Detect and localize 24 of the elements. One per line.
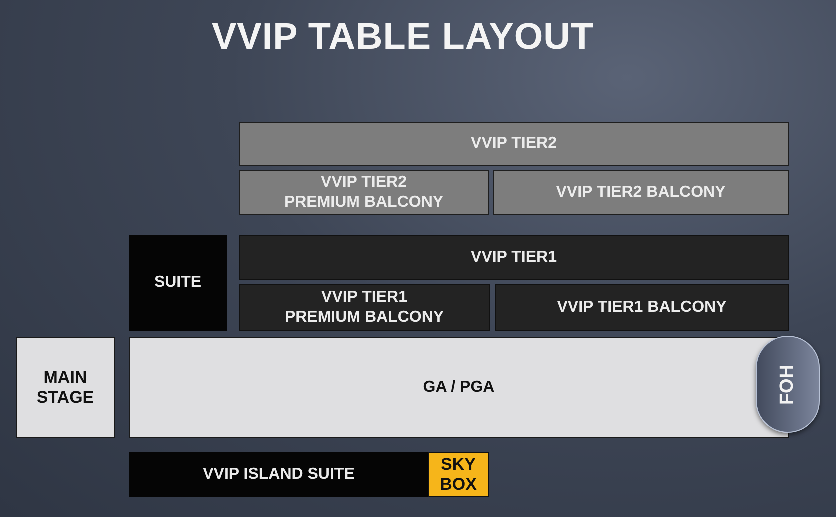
section-label: MAIN STAGE xyxy=(36,368,96,408)
seating-section xyxy=(239,122,789,166)
section-label: VVIP TIER1 xyxy=(471,248,557,268)
seating-section xyxy=(239,235,789,280)
section-label: VVIP TIER1 PREMIUM BALCONY xyxy=(284,288,444,328)
section-label: VVIP TIER2 PREMIUM BALCONY xyxy=(284,172,444,212)
suite-area xyxy=(129,452,429,497)
section-label: SUITE xyxy=(154,273,202,293)
section-label: VVIP TIER1 BALCONY xyxy=(557,298,727,318)
section-label: FOH xyxy=(778,364,798,405)
section-label: SKY BOX xyxy=(439,454,478,494)
section-label: VVIP TIER2 BALCONY xyxy=(556,182,726,202)
page-title: VVIP TABLE LAYOUT xyxy=(212,16,594,58)
skybox-area xyxy=(428,452,489,497)
section-label: GA / PGA xyxy=(423,378,495,398)
foh-booth xyxy=(756,336,820,433)
suite-area xyxy=(129,235,227,331)
seating-section xyxy=(239,170,489,215)
seating-section xyxy=(239,284,490,331)
seating-section xyxy=(493,170,789,215)
stage-area xyxy=(16,337,115,438)
section-label: VVIP TIER2 xyxy=(471,134,557,154)
section-label: VVIP ISLAND SUITE xyxy=(203,464,355,484)
seating-section xyxy=(495,284,789,331)
